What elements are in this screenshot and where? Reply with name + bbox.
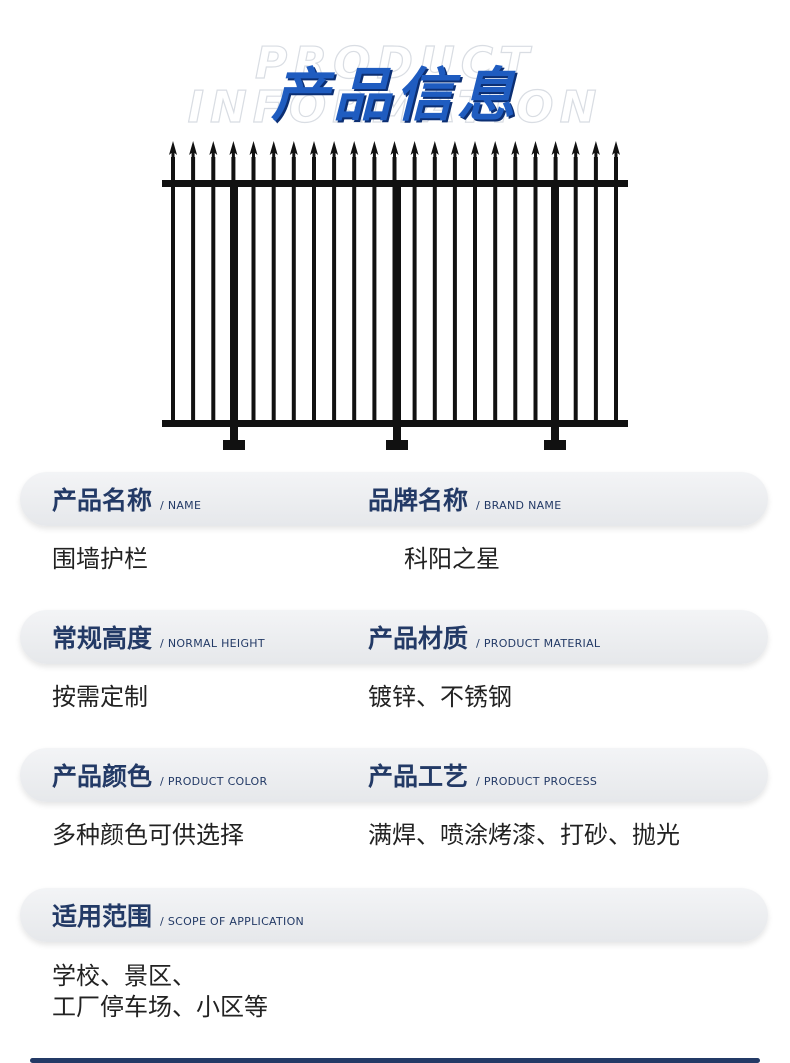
value-name: 围墙护栏 (52, 545, 148, 573)
fence-picket (573, 157, 578, 425)
fence-picket (332, 157, 337, 425)
fence-spear-tip (450, 141, 459, 159)
fence-picket (412, 157, 417, 425)
fence-spear-tip (249, 141, 258, 159)
value-scope-line2: 工厂停车场、小区等 (52, 993, 268, 1021)
fence-picket (452, 157, 457, 425)
fence-picket (372, 157, 377, 425)
label-name: 产品名称 / NAME (52, 486, 202, 515)
header: PRODUCT INFORMATION 产品信息 (0, 0, 790, 135)
bottom-divider (30, 1058, 760, 1063)
label-scope: 适用范围 / SCOPE OF APPLICATION (52, 902, 305, 931)
fence-picket (593, 157, 598, 425)
fence-spear-tip (390, 141, 399, 159)
fence-spear-tip (571, 141, 580, 159)
fence-spear-tip (330, 141, 339, 159)
fence-spear-tip (370, 141, 379, 159)
section-bar-height-material: 常规高度 / NORMAL HEIGHT 产品材质 / PRODUCT MATE… (20, 610, 768, 664)
value-process: 满焊、喷涂烤漆、打砂、抛光 (368, 821, 680, 849)
fence-picket (513, 157, 518, 425)
fence-spear-tip (209, 141, 218, 159)
fence-spear-tip (551, 141, 560, 159)
label-brand: 品牌名称 / BRAND NAME (368, 486, 562, 515)
fence-spear-tip (471, 141, 479, 159)
value-color: 多种颜色可供选择 (52, 821, 244, 849)
fence-picket (191, 157, 196, 425)
watermark-information: INFORMATION (187, 81, 603, 133)
fence-picket (614, 157, 618, 425)
fence-spear-tip (491, 141, 500, 159)
fence-picket (432, 157, 437, 425)
fence-picket (271, 157, 276, 425)
fence-spear-tip (169, 141, 177, 159)
fence-spear-tip (531, 141, 540, 159)
fence-spear-tip (612, 141, 620, 159)
value-material: 镀锌、不锈钢 (368, 683, 512, 711)
section-bar-scope: 适用范围 / SCOPE OF APPLICATION (20, 888, 768, 942)
fence-picket (493, 157, 498, 425)
fence-spear-tip (189, 141, 198, 159)
fence-spear-tip (591, 141, 600, 159)
label-process: 产品工艺 / PRODUCT PROCESS (368, 762, 598, 791)
label-height: 常规高度 / NORMAL HEIGHT (52, 624, 265, 653)
fence-picket (251, 157, 256, 425)
value-brand: 科阳之星 (404, 545, 500, 573)
fence-picket (291, 157, 296, 425)
section-bar-color-process: 产品颜色 / PRODUCT COLOR 产品工艺 / PRODUCT PROC… (20, 748, 768, 802)
fence-spear-tip (269, 141, 278, 159)
fence-spear-tip (310, 141, 318, 159)
value-scope-line1: 学校、景区、 (52, 962, 196, 990)
fence-picket (352, 157, 357, 425)
label-material: 产品材质 / PRODUCT MATERIAL (368, 624, 601, 653)
fence-spear-tip (229, 141, 238, 159)
fence-spear-tip (410, 141, 419, 159)
fence-picket (473, 157, 477, 425)
value-height: 按需定制 (52, 683, 148, 711)
fence-spear-tip (350, 141, 359, 159)
section-bar-name-brand: 产品名称 / NAME 品牌名称 / BRAND NAME (20, 472, 768, 526)
label-color: 产品颜色 / PRODUCT COLOR (52, 762, 268, 791)
fence-picket (312, 157, 316, 425)
fence-spear-tip (430, 141, 439, 159)
fence-spear-tip (511, 141, 520, 159)
fence-spear-tip (289, 141, 298, 159)
fence-picket (211, 157, 216, 425)
fence-picket (171, 157, 175, 425)
fence-product-image (162, 141, 628, 450)
fence-picket (533, 157, 538, 425)
watermark-product: PRODUCT (254, 37, 536, 89)
page-title: 产品信息 (270, 61, 519, 129)
